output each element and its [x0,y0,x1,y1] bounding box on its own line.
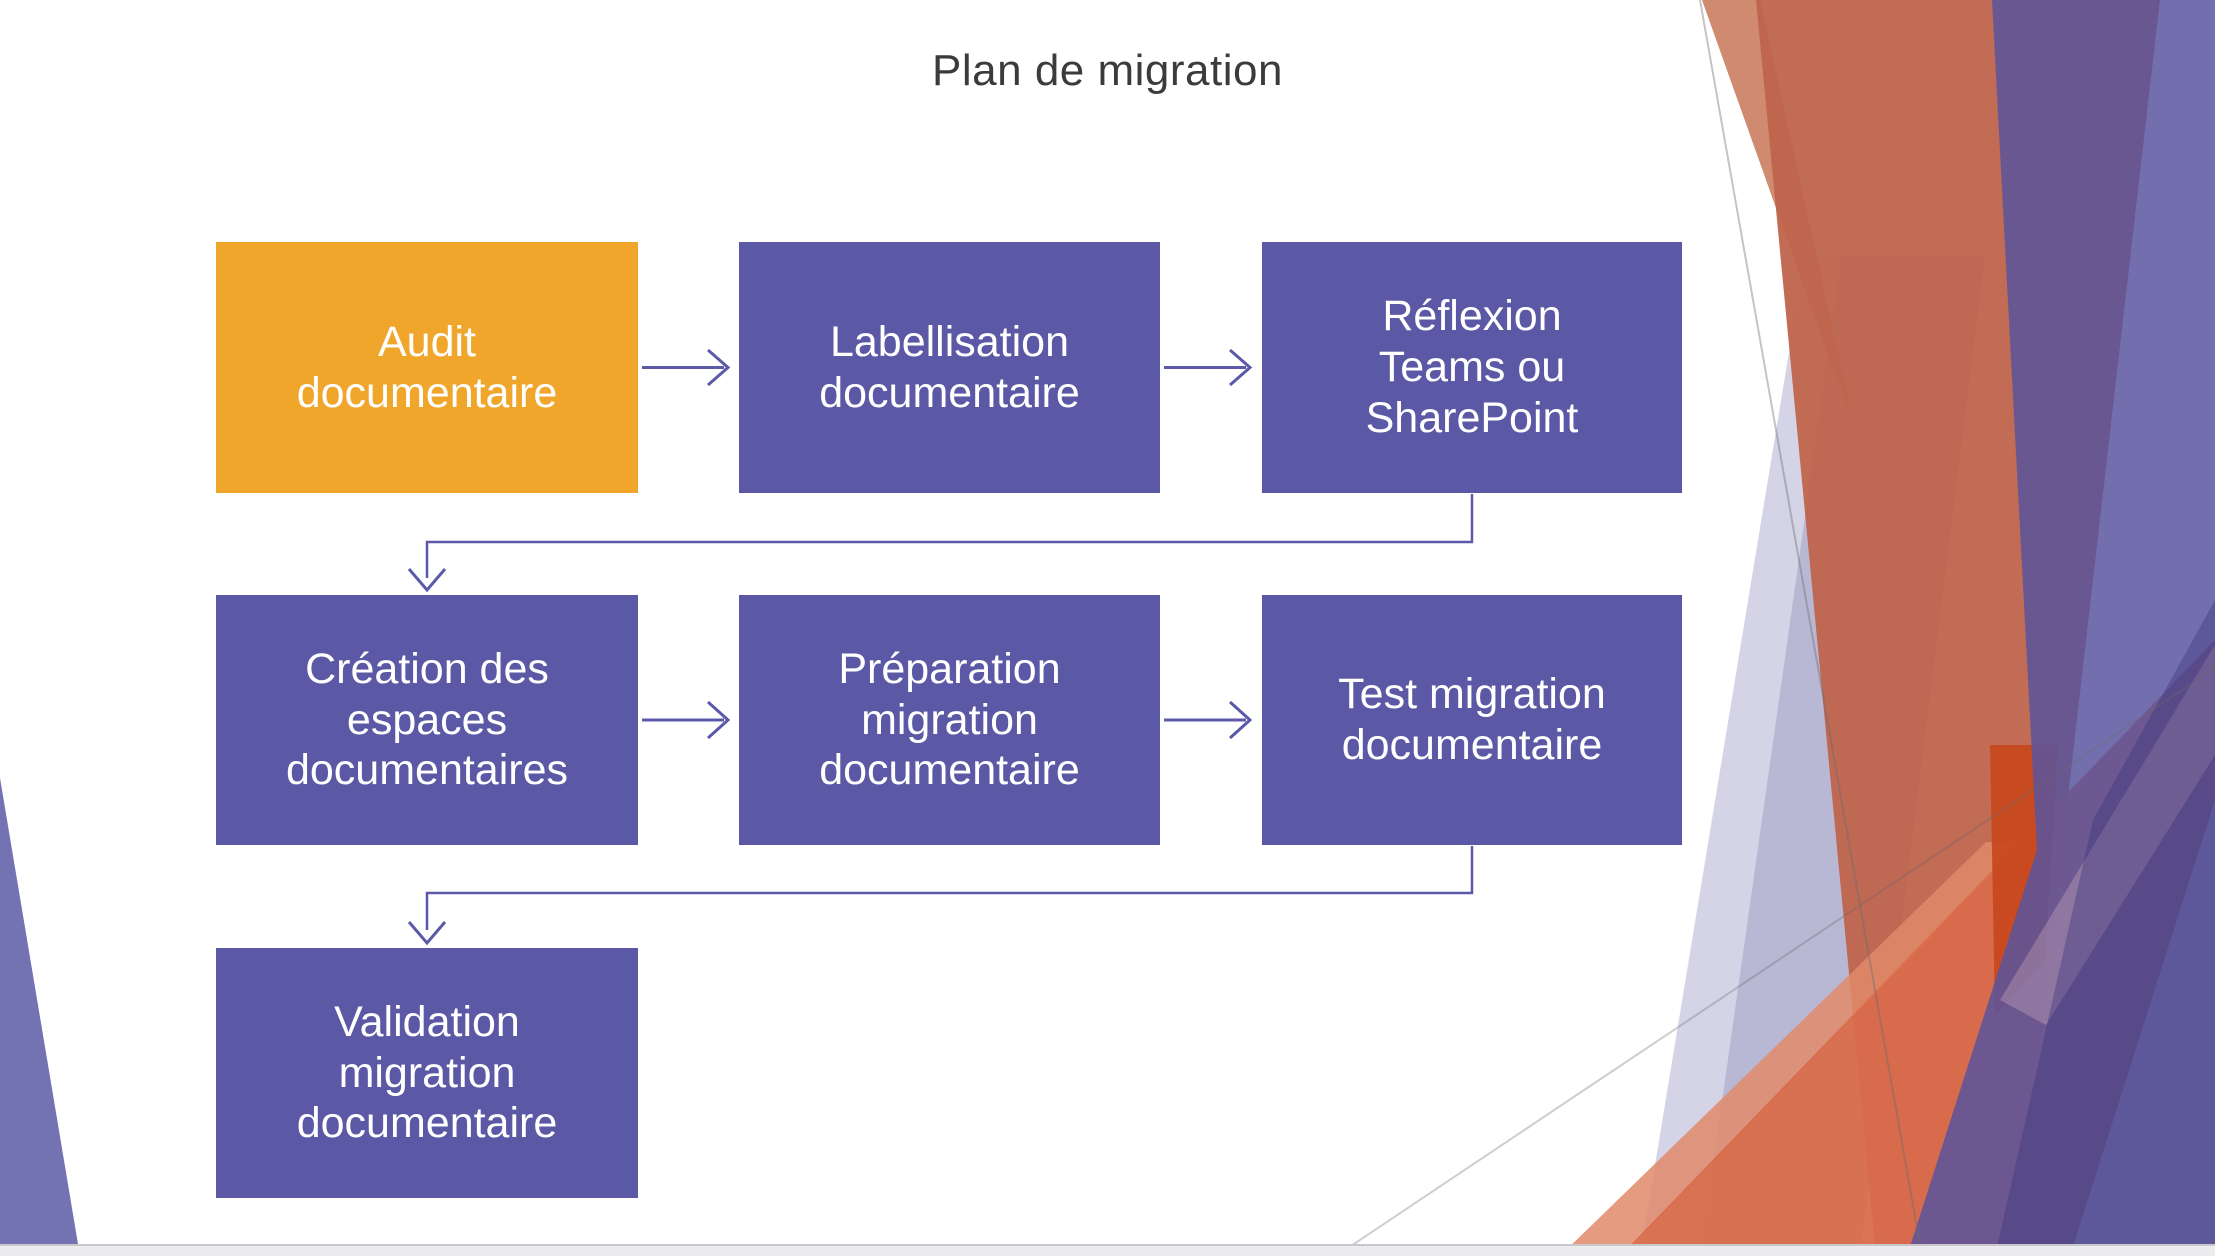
flow-box-audit: Audit documentaire [216,242,638,493]
arrowhead-right-icon [707,348,731,387]
arrowhead-down-icon [407,921,447,946]
flow-box-validation: Validation migration documentaire [216,948,638,1198]
flow-box-preparation: Préparation migration documentaire [739,595,1160,845]
arrowhead-down-icon [407,568,447,593]
flow-box-label: Test migration documentaire [1338,670,1606,769]
flow-box-labellisation: Labellisation documentaire [739,242,1160,493]
slide-title: Plan de migration [932,46,1283,95]
flow-box-reflexion: Réflexion Teams ou SharePoint [1262,242,1682,493]
elbow-reflexion-to-creation [425,494,1474,578]
flow-box-test: Test migration documentaire [1262,595,1682,845]
bottom-strip [0,1244,2215,1256]
arrowhead-right-icon [706,700,731,740]
flow-box-label: Préparation migration documentaire [819,644,1080,795]
flow-box-label: Validation migration documentaire [296,997,558,1148]
flow-box-label: Création des espaces documentaires [285,644,569,795]
flow-box-label: Labellisation documentaire [819,317,1080,417]
arrowhead-right-icon [1228,700,1253,740]
arrowhead-right-icon [1229,348,1253,387]
flow-box-creation: Création des espaces documentaires [216,595,638,845]
diagonal-line-1 [1699,0,1923,1256]
elbow-test-to-validation [425,846,1474,930]
flow-box-label: Audit documentaire [296,317,558,417]
flow-box-label: Réflexion Teams ou SharePoint [1365,292,1579,442]
